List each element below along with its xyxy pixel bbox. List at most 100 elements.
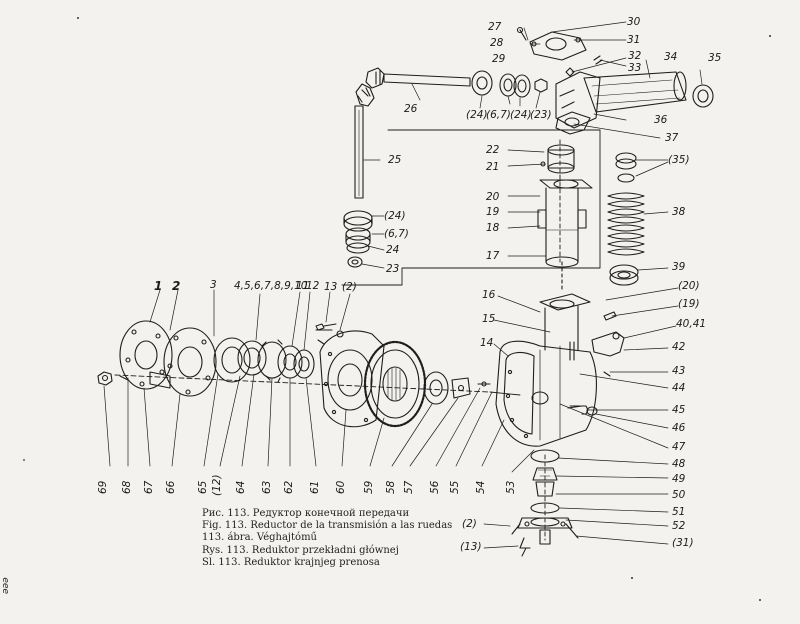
- label-32: 32: [628, 50, 642, 62]
- label-66: 66: [165, 480, 177, 494]
- caption-polish: Rys. 113. Reduktor przekładni głównej: [202, 544, 399, 556]
- label-42: 42: [672, 341, 686, 353]
- label-24a: (24): [466, 109, 488, 121]
- caption-spanish: Fig. 113. Reductor de la transmisión a l…: [202, 520, 453, 532]
- label-23-ref: (23): [530, 109, 552, 121]
- label-1: 1: [154, 279, 163, 293]
- bearing-stack-left: [343, 210, 373, 268]
- label-2-ref: (2): [342, 281, 357, 293]
- vertical-shaft-25: [354, 83, 375, 199]
- bearing-58-56: [423, 371, 491, 405]
- label-35-ref: (35): [668, 154, 690, 166]
- label-21: 21: [486, 161, 500, 173]
- ring-gear-59: [363, 340, 427, 428]
- label-12-ref: (12): [211, 474, 223, 496]
- label-68: 68: [121, 480, 133, 494]
- vertical-tube-17: [537, 144, 593, 291]
- spring-assembly-38: [607, 152, 645, 286]
- label-31: 31: [627, 34, 641, 46]
- nut-69: [97, 371, 113, 386]
- label-58: 58: [385, 480, 397, 494]
- label-55: 55: [449, 480, 461, 494]
- label-36: 36: [654, 114, 668, 126]
- label-20-ref: (20): [678, 280, 700, 292]
- label-61: 61: [309, 480, 321, 494]
- label-23: 23: [386, 263, 400, 275]
- label-50: 50: [672, 489, 686, 501]
- label-13: 13: [324, 281, 338, 293]
- label-24-ref: (24): [384, 210, 406, 222]
- leader-lines: [103, 21, 703, 549]
- label-16: 16: [482, 289, 496, 301]
- label-39: 39: [672, 261, 686, 273]
- paper-specks: [23, 17, 771, 601]
- assembly-axis-lines: [114, 129, 601, 541]
- label-64: 64: [235, 480, 247, 494]
- label-53: 53: [505, 480, 517, 494]
- label-24b: (24): [510, 109, 532, 121]
- label-49: 49: [672, 473, 686, 485]
- label-34: 34: [664, 51, 678, 63]
- label-48: 48: [672, 458, 686, 470]
- label-67a: (6,7): [486, 109, 511, 121]
- label-2-ref-b: (2): [462, 518, 477, 530]
- label-35: 35: [708, 52, 722, 64]
- label-20: 20: [486, 191, 500, 203]
- label-3: 3: [210, 279, 217, 291]
- label-29: 29: [492, 53, 506, 65]
- label-67: 67: [143, 480, 155, 494]
- bearing-row-65-62: [213, 329, 344, 383]
- label-19: 19: [486, 206, 500, 218]
- label-57: 57: [403, 480, 415, 494]
- label-59: 59: [363, 480, 375, 494]
- label-33: 33: [628, 62, 642, 74]
- label-45: 45: [672, 404, 686, 416]
- label-51: 51: [672, 506, 686, 518]
- label-69: 69: [97, 480, 109, 494]
- bolts: [315, 323, 581, 557]
- horizontal-shaft-26: [365, 67, 548, 98]
- flange-66: [163, 327, 217, 397]
- label-28: 28: [490, 37, 504, 49]
- label-27: 27: [488, 21, 502, 33]
- label-4-to-10: 4,5,6,7,8,9,10: [234, 280, 308, 292]
- label-56: 56: [429, 480, 441, 494]
- caption-russian: Рис. 113. Редуктор конечной передачи: [202, 508, 410, 519]
- tube-housing-34: [555, 71, 714, 135]
- upper-housing-cover: [516, 26, 603, 77]
- label-30: 30: [627, 16, 641, 28]
- label-62: 62: [283, 480, 295, 494]
- label-44: 44: [672, 382, 686, 394]
- label-15: 15: [482, 313, 496, 325]
- label-65: 65: [197, 480, 209, 494]
- final-drive-housing-54: [495, 293, 598, 447]
- caption-serbian: Sl. 113. Reduktor krajnjeg prenosa: [202, 556, 380, 568]
- label-52: 52: [672, 520, 686, 532]
- label-2: 2: [172, 279, 181, 293]
- label-24: 24: [386, 244, 400, 256]
- label-38: 38: [672, 206, 686, 218]
- label-14: 14: [480, 337, 494, 349]
- caption-hungarian: 113. ábra. Véghajtómű: [202, 532, 317, 544]
- label-31-ref: (31): [672, 537, 694, 549]
- label-40-41: 40,41: [676, 318, 707, 330]
- label-60: 60: [335, 480, 347, 494]
- label-17: 17: [486, 250, 500, 262]
- label-46: 46: [672, 422, 686, 434]
- figure-caption: Рис. 113. Редуктор конечной передачи Fig…: [202, 508, 452, 569]
- hub-flange-67: [119, 320, 173, 390]
- label-22: 22: [486, 144, 500, 156]
- hub-carrier-60: [319, 330, 385, 428]
- lever-assembly-40: [591, 311, 625, 377]
- label-11: 11: [296, 280, 310, 292]
- label-6-7: (6,7): [384, 228, 409, 240]
- label-12: 12: [306, 280, 320, 292]
- label-37: 37: [665, 132, 679, 144]
- label-13-ref: (13): [460, 541, 482, 553]
- label-19-ref: (19): [678, 298, 700, 310]
- label-18: 18: [486, 222, 500, 234]
- label-43: 43: [672, 365, 686, 377]
- label-47: 47: [672, 441, 686, 453]
